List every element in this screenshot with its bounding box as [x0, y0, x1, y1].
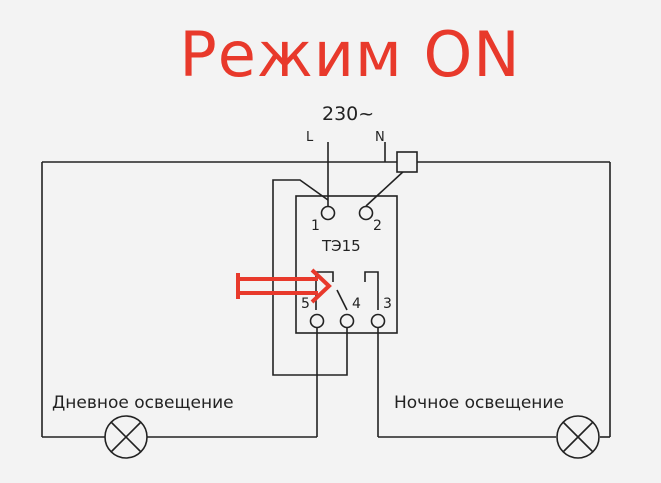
supply-voltage-label: 230~	[322, 103, 375, 125]
terminal-5-label: 5	[301, 296, 310, 312]
sensor-icon	[396, 151, 418, 173]
terminal-2-label: 2	[373, 218, 382, 234]
terminal-4	[339, 313, 355, 329]
terminal-1	[320, 205, 336, 221]
terminal-4-label: 4	[352, 296, 361, 312]
terminal-5	[309, 313, 325, 329]
lamp-icon	[556, 415, 600, 459]
page-title: Режим ON	[179, 18, 521, 91]
contact-4-lever	[336, 289, 348, 311]
right-arrow-icon	[236, 268, 332, 304]
night-lighting-label: Ночное освещение	[394, 393, 564, 413]
contact-3	[364, 271, 379, 310]
terminal-1-label: 1	[311, 218, 320, 234]
device-name: ТЭ15	[322, 237, 361, 255]
terminal-3-label: 3	[383, 296, 392, 312]
neutral-label: N	[375, 130, 385, 145]
terminal-2	[358, 205, 374, 221]
line-label: L	[306, 130, 314, 145]
terminal-3	[370, 313, 386, 329]
day-lighting-label: Дневное освещение	[52, 393, 234, 413]
wire-to-t2	[365, 169, 406, 207]
lamp-icon	[104, 415, 148, 459]
device-body	[295, 195, 398, 334]
